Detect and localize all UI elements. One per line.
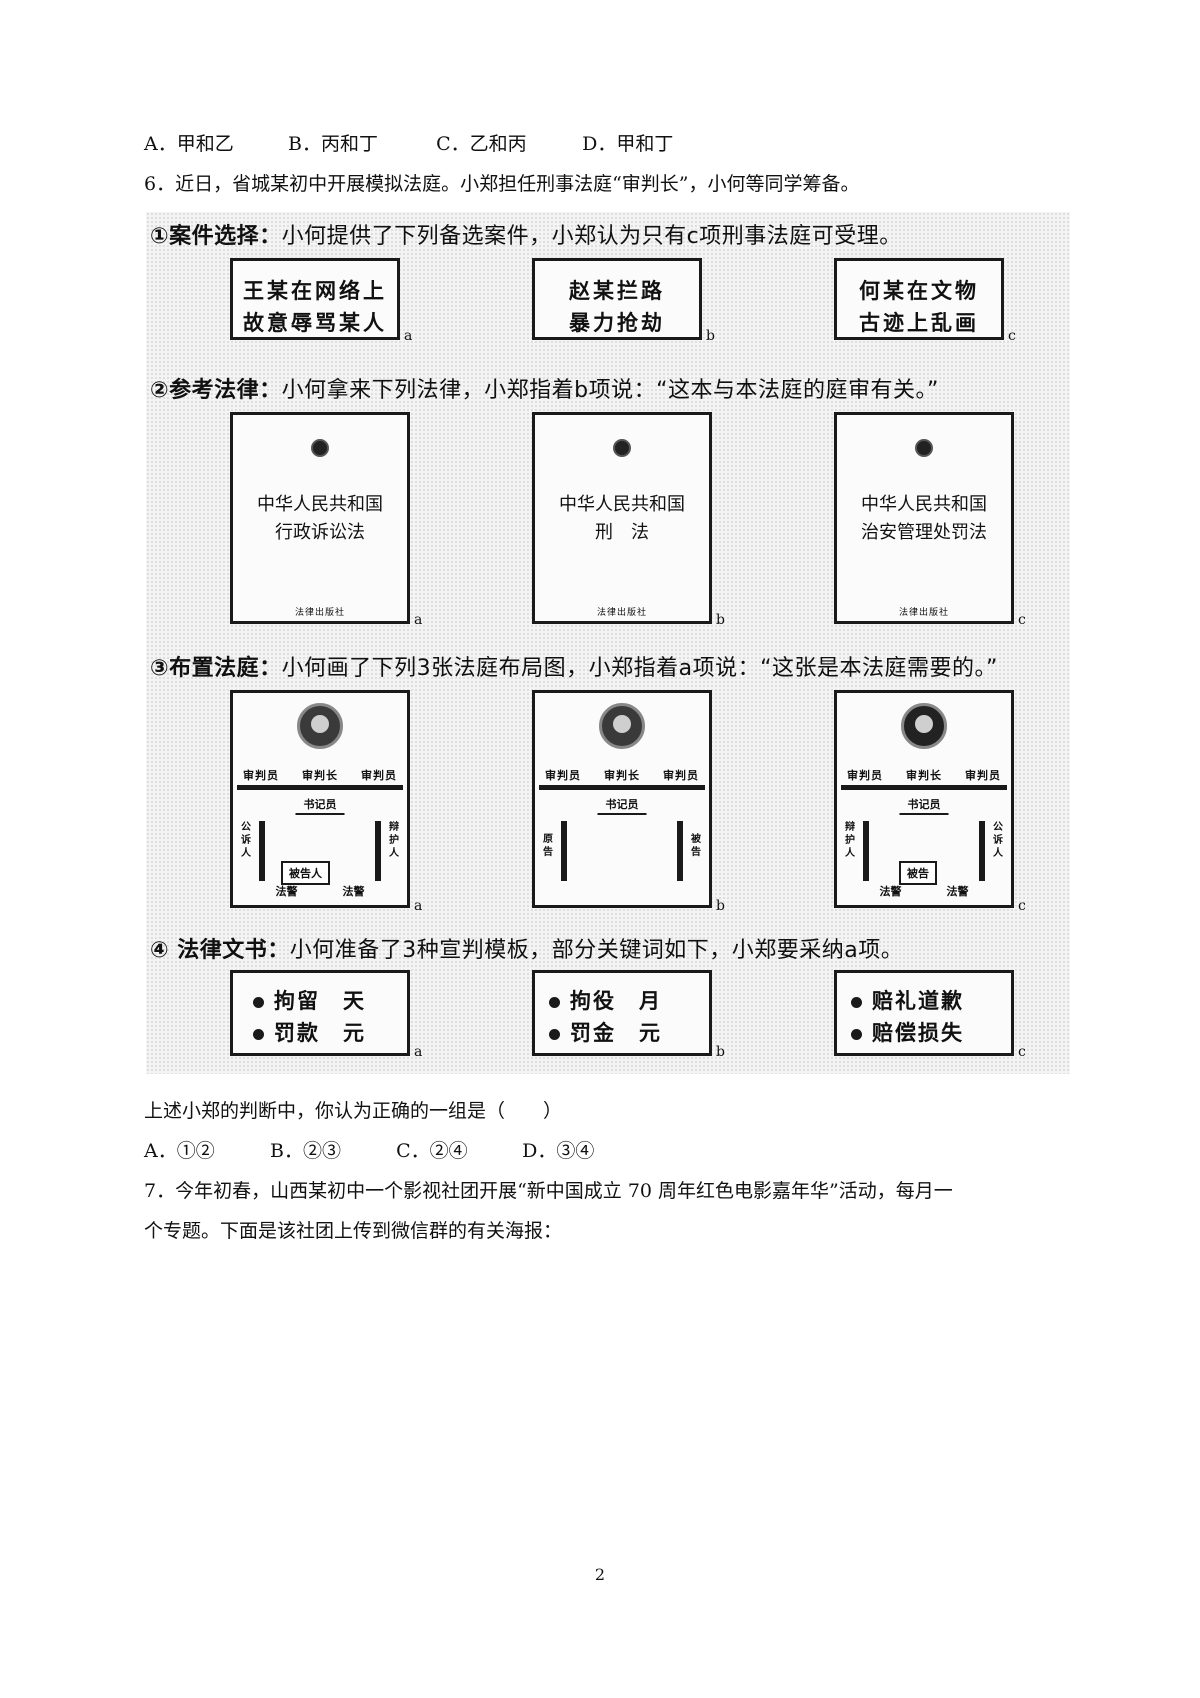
judge-row: 审判员审判长审判员: [847, 769, 1001, 782]
q5-option-b: B．丙和丁: [288, 133, 379, 155]
verdict-template-c: 赔礼道歉 赔偿损失: [834, 970, 1014, 1056]
q5-options: A．甲和乙 B．丙和丁 C．乙和丙 D．甲和丁: [144, 130, 673, 158]
bullet-icon: [549, 997, 560, 1008]
section3-title: ③布置法庭：小何画了下列3张法庭布局图，小郑指着a项说：“这张是本法庭需要的。”: [150, 650, 998, 682]
section2-title: ②参考法律：小何拿来下列法律，小郑指着b项说：“这本与本法庭的庭审有关。”: [150, 372, 939, 404]
section2-head: ②参考法律：: [150, 378, 282, 403]
section3-head: ③布置法庭：: [150, 656, 282, 681]
right-party-table: [677, 821, 683, 881]
q6-question: 上述小郑的判断中，你认为正确的一组是（ ）: [144, 1100, 563, 1122]
law-book-b: 中华人民共和国刑 法 法律出版社: [532, 412, 712, 624]
court-layout-c-tag: c: [1018, 898, 1026, 914]
q7-line2: 个专题。下面是该社团上传到微信群的有关海报：: [144, 1220, 563, 1242]
q7-line1: 7．今年初春，山西某初中一个影视社团开展“新中国成立 70 周年红色电影嘉年华”…: [144, 1180, 953, 1202]
q6-option-c: C．②④: [396, 1140, 468, 1162]
verdict-template-a: 拘留 天 罚款 元: [230, 970, 410, 1056]
section4-head: ④ 法律文书：: [150, 938, 290, 963]
court-layout-a: 审判员审判长审判员 书记员 公诉人 辩护人 被告人 法警法警: [230, 690, 410, 908]
bailiff-row: 法警法警: [879, 885, 969, 898]
national-emblem-icon: [311, 439, 329, 457]
bailiff-row: 法警法警: [275, 885, 365, 898]
law-book-b-publisher: 法律出版社: [596, 608, 647, 618]
law-book-a-title: 中华人民共和国行政诉讼法: [257, 494, 383, 543]
section3-desc: 小何画了下列3张法庭布局图，小郑指着a项说：“这张是本法庭需要的。”: [281, 656, 998, 681]
case-c-tag: c: [1008, 328, 1016, 344]
q5-option-a: A．甲和乙: [144, 133, 234, 155]
q5-option-c: C．乙和丙: [436, 133, 527, 155]
q6-option-d: D．③④: [522, 1140, 595, 1162]
national-emblem-icon: [599, 703, 645, 749]
section1-desc: 小何提供了下列备选案件，小郑认为只有c项刑事法庭可受理。: [281, 224, 902, 249]
case-c-text: 何某在文物古迹上乱画: [859, 278, 979, 335]
left-party-table: [863, 821, 869, 881]
defendant-box: 被告: [899, 861, 937, 885]
verdict-template-a-tag: a: [414, 1044, 423, 1060]
plaintiff-label: 原告: [543, 834, 553, 858]
defendant-box: 被告人: [281, 861, 330, 885]
case-card-c: 何某在文物古迹上乱画: [834, 258, 1004, 340]
court-layout-a-tag: a: [414, 898, 423, 914]
judges-bench: [841, 785, 1007, 790]
q5-option-d: D．甲和丁: [582, 133, 674, 155]
judge-row: 审判员审判长审判员: [545, 769, 699, 782]
law-book-a-publisher: 法律出版社: [294, 608, 345, 618]
section2-desc: 小何拿来下列法律，小郑指着b项说：“这本与本法庭的庭审有关。”: [281, 378, 939, 403]
bullet-icon: [851, 1029, 862, 1040]
q6-option-a: A．①②: [144, 1140, 215, 1162]
left-party-label: 公诉人: [241, 822, 251, 859]
bullet-icon: [253, 997, 264, 1008]
right-party-table: [375, 821, 381, 881]
bullet-icon: [253, 1029, 264, 1040]
left-party-label: 辩护人: [845, 822, 855, 859]
q6-options: A．①② B．②③ C．②④ D．③④: [144, 1137, 594, 1165]
q6-stem: 6．近日，省城某初中开展模拟法庭。小郑担任刑事法庭“审判长”，小何等同学筹备。: [144, 173, 860, 195]
verdict-template-c-tag: c: [1018, 1044, 1026, 1060]
right-party-label: 公诉人: [993, 822, 1003, 859]
law-book-a-tag: a: [414, 612, 423, 628]
section1-title: ①案件选择：小何提供了下列备选案件，小郑认为只有c项刑事法庭可受理。: [150, 218, 902, 250]
right-party-label: 辩护人: [389, 822, 399, 859]
verdict-template-b-tag: b: [716, 1044, 725, 1060]
judges-bench: [539, 785, 705, 790]
section4-title: ④ 法律文书：小何准备了3种宣判模板，部分关键词如下，小郑要采纳a项。: [150, 932, 903, 964]
mock-court-figure: ①案件选择：小何提供了下列备选案件，小郑认为只有c项刑事法庭可受理。 王某在网络…: [146, 212, 1070, 1074]
law-book-c-publisher: 法律出版社: [898, 608, 949, 618]
law-book-c: 中华人民共和国治安管理处罚法 法律出版社: [834, 412, 1014, 624]
section1-head: ①案件选择：: [150, 224, 282, 249]
judge-row: 审判员审判长审判员: [243, 769, 397, 782]
bullet-icon: [549, 1029, 560, 1040]
left-party-table: [561, 821, 567, 881]
section4-desc: 小何准备了3种宣判模板，部分关键词如下，小郑要采纳a项。: [289, 938, 904, 963]
bullet-icon: [851, 997, 862, 1008]
clerk-label: 书记员: [899, 796, 949, 815]
court-emblem-icon: [901, 703, 947, 749]
court-layout-b: 审判员审判长审判员 书记员 原告 被告: [532, 690, 712, 908]
clerk-label: 书记员: [295, 796, 345, 815]
national-emblem-icon: [915, 439, 933, 457]
case-a-text: 王某在网络上故意辱骂某人: [243, 278, 387, 335]
case-b-text: 赵某拦路暴力抢劫: [569, 278, 665, 335]
page-number: 2: [594, 1565, 606, 1584]
left-party-table: [259, 821, 265, 881]
defendant-label: 被告: [691, 834, 701, 858]
case-b-tag: b: [706, 328, 715, 344]
clerk-label: 书记员: [597, 796, 647, 815]
case-a-tag: a: [404, 328, 413, 344]
law-book-c-title: 中华人民共和国治安管理处罚法: [861, 494, 987, 543]
court-layout-b-tag: b: [716, 898, 725, 914]
court-layout-c: 审判员审判长审判员 书记员 辩护人 公诉人 被告 法警法警: [834, 690, 1014, 908]
national-emblem-icon: [613, 439, 631, 457]
case-card-b: 赵某拦路暴力抢劫: [532, 258, 702, 340]
verdict-template-b: 拘役 月 罚金 元: [532, 970, 712, 1056]
law-book-b-tag: b: [716, 612, 725, 628]
law-book-b-title: 中华人民共和国刑 法: [559, 494, 685, 543]
national-emblem-icon: [297, 703, 343, 749]
case-card-a: 王某在网络上故意辱骂某人: [230, 258, 400, 340]
q6-option-b: B．②③: [270, 1140, 342, 1162]
law-book-a: 中华人民共和国行政诉讼法 法律出版社: [230, 412, 410, 624]
law-book-c-tag: c: [1018, 612, 1026, 628]
judges-bench: [237, 785, 403, 790]
right-party-table: [979, 821, 985, 881]
